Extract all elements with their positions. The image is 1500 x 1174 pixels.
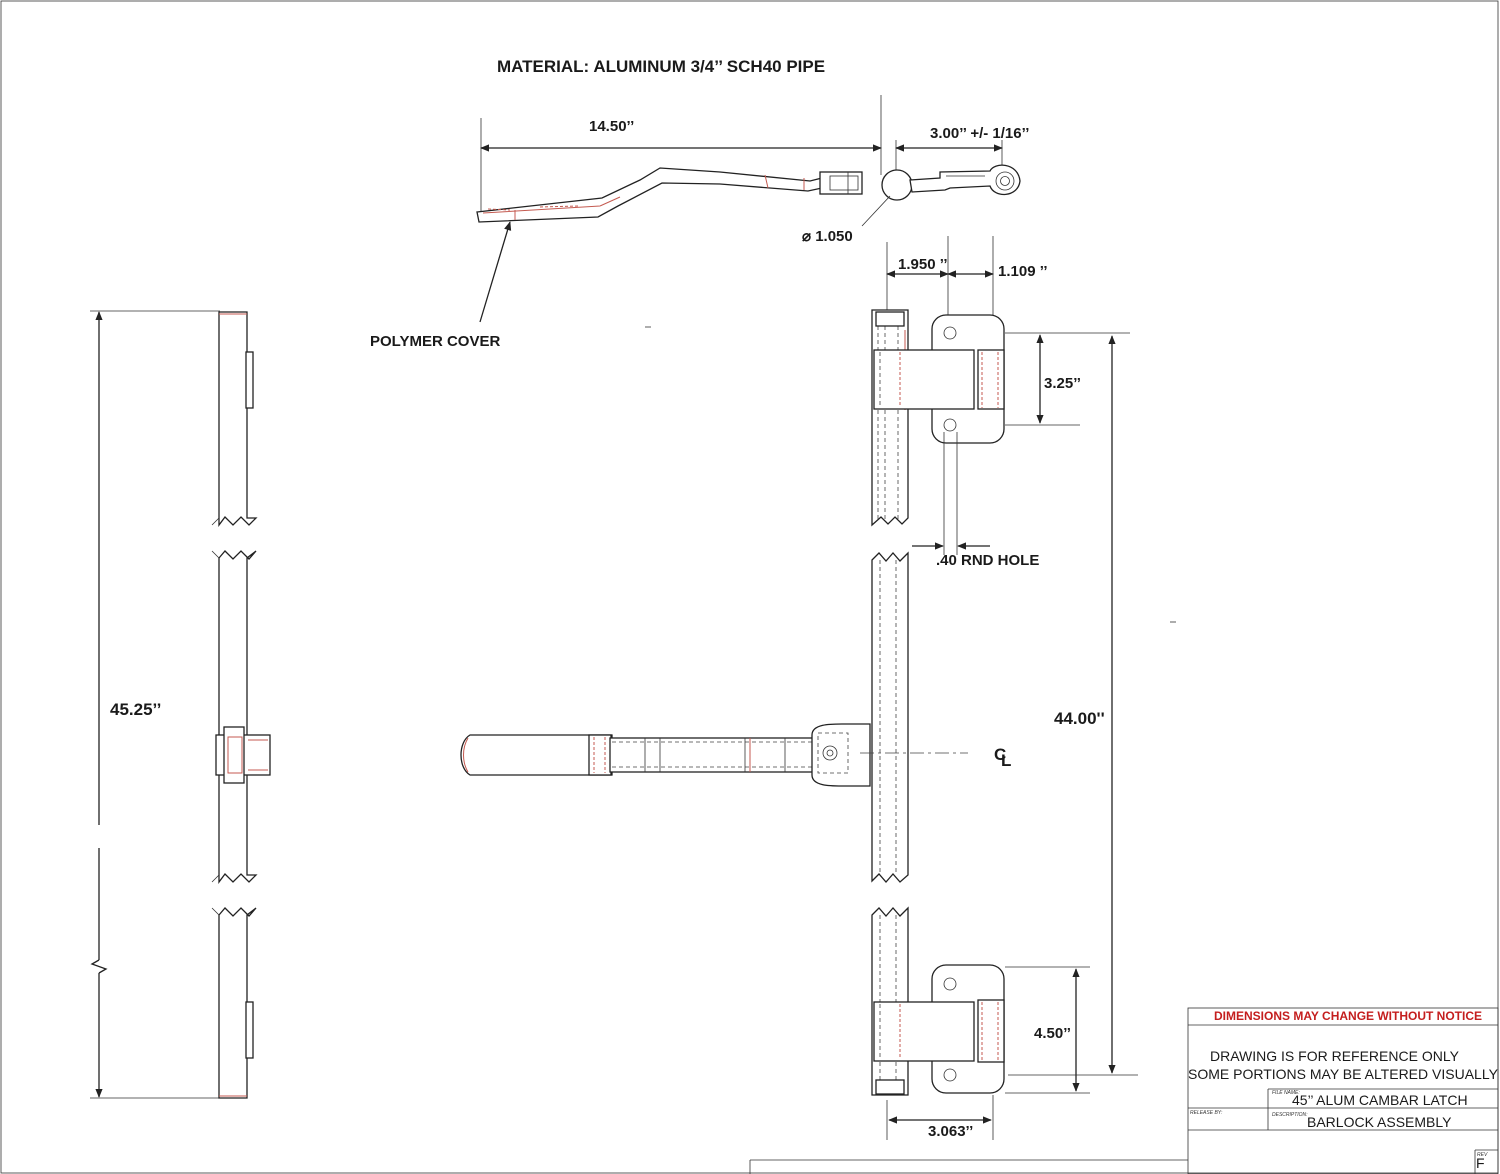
dim-bottom-bracket-width: 3.063’’ [928, 1123, 973, 1140]
label-centerline: C [994, 745, 1006, 764]
dim-bracket-offset: 1.950 ’’ [898, 256, 947, 273]
rev-value: F [1476, 1155, 1485, 1171]
title-warning: DIMENSIONS MAY CHANGE WITHOUT NOTICE [1214, 1009, 1482, 1023]
dim-pipe-diameter: ⌀ 1.050 [802, 228, 853, 245]
dim-hole-size: .40 RND HOLE [936, 552, 1039, 569]
dim-overall-length: 45.25’’ [110, 700, 161, 719]
dim-hinge-offset: 3.00’’ +/- 1/16’’ [930, 125, 1029, 142]
file-name-value: 45’’ ALUM CAMBAR LATCH [1292, 1092, 1468, 1108]
side-view-bar: 45.25’’ [90, 310, 271, 1099]
title-note-2: SOME PORTIONS MAY BE ALTERED VISUALLY [1188, 1066, 1499, 1082]
dim-hole-spacing-bottom: 4.50’’ [1034, 1025, 1071, 1042]
release-label: RELEASE BY: [1190, 1110, 1223, 1116]
dim-bracket-width: 1.109 ’’ [998, 263, 1047, 280]
dim-hole-spacing-top: 3.25’’ [1044, 375, 1081, 392]
rev-label: REV [1477, 1152, 1488, 1158]
dim-handle-length: 14.50’’ [589, 118, 634, 135]
material-note: MATERIAL: ALUMINUM 3/4’’ SCH40 PIPE [497, 57, 825, 76]
title-block: DIMENSIONS MAY CHANGE WITHOUT NOTICE DRA… [749, 1007, 1499, 1174]
top-view-handle: 14.50’’ 3.00’’ +/- 1/16’’ ⌀ 1.050 POLYME… [370, 95, 1029, 350]
label-centerline-l: L [1001, 751, 1011, 770]
description-label: DESCRIPTION: [1272, 1112, 1308, 1118]
file-name-label: FILE NAME: [1272, 1090, 1300, 1096]
description-value: BARLOCK ASSEMBLY [1307, 1114, 1452, 1130]
dim-keeper-spacing: 44.00'' [1054, 709, 1105, 728]
front-view-assembly: 1.950 ’’ 1.109 ’’ 3.25’’ [460, 236, 1138, 1140]
label-polymer-cover: POLYMER COVER [370, 333, 500, 350]
title-note-1: DRAWING IS FOR REFERENCE ONLY [1210, 1048, 1460, 1064]
